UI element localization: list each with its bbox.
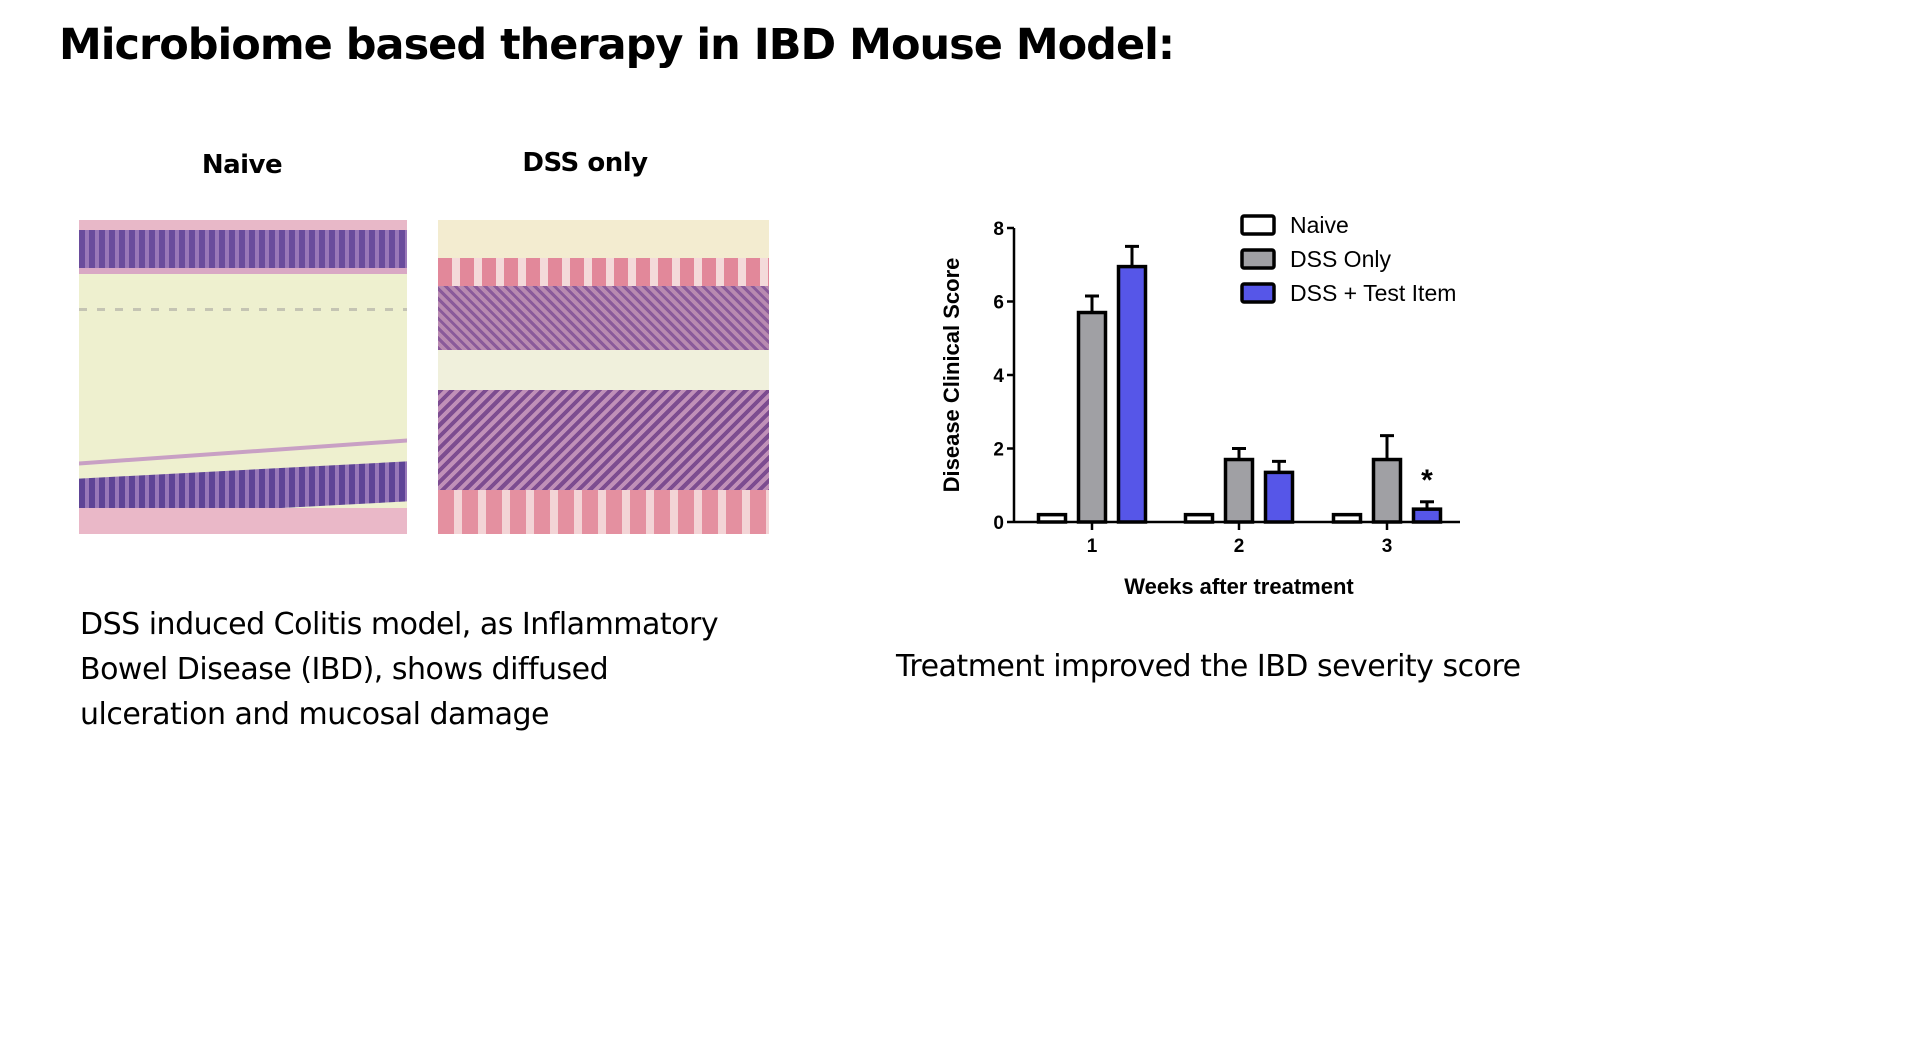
y-tick-label: 4: [993, 366, 1004, 387]
legend-swatch: [1240, 214, 1276, 236]
bar-dss-only-week-2: [1223, 457, 1255, 524]
bar-dss-only-week-3: [1371, 457, 1403, 524]
bar-dss-test-item-week-3: [1411, 507, 1443, 524]
bar-dss-test-item-week-1: [1116, 264, 1148, 524]
bar-naive-week-2: [1183, 512, 1215, 524]
y-axis-label: Disease Clinical Score: [939, 258, 964, 493]
legend-swatch: [1240, 248, 1276, 270]
y-tick-label: 8: [993, 219, 1004, 240]
panel-label-naive: Naive: [201, 150, 283, 180]
legend-swatch: [1240, 282, 1276, 304]
y-tick-label: 0: [993, 513, 1004, 534]
significance-asterisk: *: [1421, 464, 1433, 497]
x-tick-label: 1: [1087, 536, 1098, 557]
y-tick-label: 6: [993, 293, 1004, 314]
x-tick-label: 3: [1382, 536, 1393, 557]
left-caption-line: ulceration and mucosal damage: [80, 697, 550, 732]
bar-naive-week-1: [1036, 512, 1068, 524]
legend-label: Naive: [1290, 212, 1349, 238]
left-caption: DSS induced Colitis model, as Inflammato…: [80, 602, 719, 737]
dss-histology-image: [438, 220, 769, 534]
bar-naive-week-3: [1331, 512, 1363, 524]
bar-dss-test-item-week-2: [1263, 470, 1295, 524]
x-tick-label: 2: [1234, 536, 1245, 557]
slide-title: Microbiome based therapy in IBD Mouse Mo…: [59, 20, 1175, 70]
x-axis-label: Weeks after treatment: [1124, 574, 1354, 599]
left-caption-line: Bowel Disease (IBD), shows diffused: [80, 652, 609, 687]
panel-label-dss: DSS only: [522, 148, 648, 178]
legend-label: DSS Only: [1290, 246, 1391, 272]
legend-label: DSS + Test Item: [1290, 280, 1456, 306]
naive-histology-image: [79, 220, 407, 534]
left-caption-line: DSS induced Colitis model, as Inflammato…: [80, 607, 719, 642]
right-caption: Treatment improved the IBD severity scor…: [896, 649, 1521, 684]
bar-dss-only-week-1: [1076, 310, 1108, 524]
y-tick-label: 2: [993, 440, 1004, 461]
